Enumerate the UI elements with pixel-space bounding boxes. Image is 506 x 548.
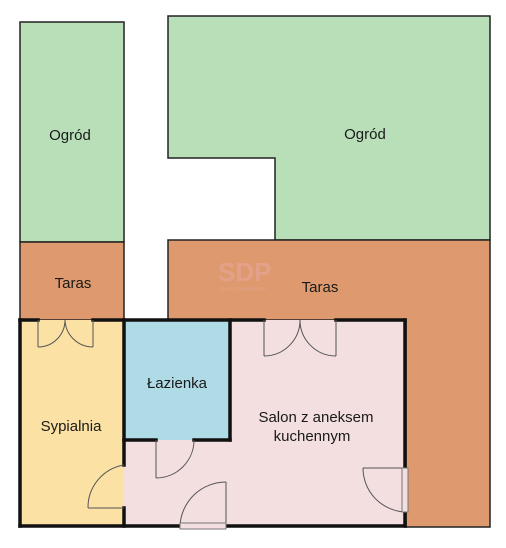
door-bedroom bbox=[87, 464, 125, 509]
door-entrance bbox=[179, 481, 227, 530]
door-bathroom bbox=[155, 439, 195, 479]
bathroom-area bbox=[124, 320, 230, 440]
watermark-logo-text: SDP bbox=[218, 257, 271, 287]
garden-left-area bbox=[19, 21, 125, 243]
watermark-logo: SDP nieruchomości bbox=[218, 257, 271, 293]
walls bbox=[18, 318, 407, 528]
terrace-left-label: Taras bbox=[55, 275, 92, 292]
living-label-line2: kuchennym bbox=[274, 428, 351, 445]
door-bedroom-terrace bbox=[37, 319, 94, 348]
door-right bbox=[362, 467, 409, 513]
bathroom-label: Łazienka bbox=[147, 375, 208, 392]
bedroom-label: Sypialnia bbox=[41, 418, 103, 435]
bedroom-area bbox=[20, 320, 124, 526]
terrace-right-label: Taras bbox=[302, 279, 339, 296]
terrace-left-area bbox=[19, 241, 125, 321]
living-area bbox=[124, 320, 405, 526]
garden-right-label: Ogród bbox=[344, 126, 386, 143]
watermark-tagline: nieruchomości bbox=[221, 287, 266, 293]
garden-left-label: Ogród bbox=[49, 127, 91, 144]
living-label-line1: Salon z aneksem bbox=[258, 409, 373, 426]
door-living-terrace bbox=[263, 319, 337, 357]
garden-right-area bbox=[167, 15, 491, 241]
